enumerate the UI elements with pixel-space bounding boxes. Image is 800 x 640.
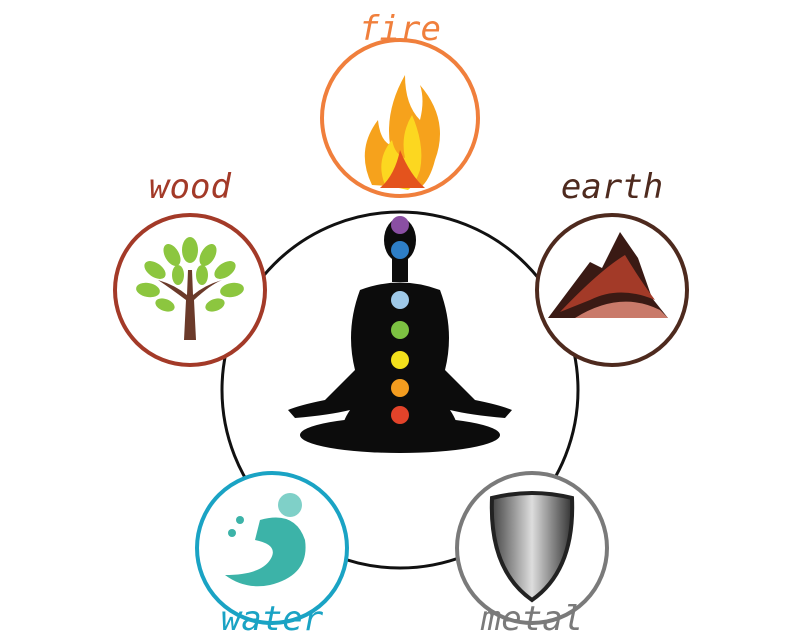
wood-label: wood [149,167,231,207]
flame-icon [364,75,440,190]
fire-label: fire [359,9,441,49]
cycle-ring [220,210,580,570]
chakra-icon [391,321,409,339]
chakra-icon [391,291,409,309]
chakra-icon [391,379,409,397]
tree-icon [136,237,244,340]
chakra-icons [391,216,409,424]
earth-label: earth [561,167,663,207]
element-fire[interactable]: fire [320,9,480,198]
chakra-icon [391,351,409,369]
metal-label: metal [480,599,583,639]
element-wood[interactable]: wood [113,167,267,367]
chakra-icon [391,216,409,234]
chakra-icon [391,241,409,259]
element-earth[interactable]: earth [535,167,689,367]
water-label: water [221,599,324,639]
chakra-icon [391,406,409,424]
element-metal[interactable]: metal [455,471,609,639]
wave-icon [225,493,306,587]
mountain-icon [548,232,668,318]
element-water[interactable]: water [195,471,349,639]
shield-icon [489,491,575,603]
